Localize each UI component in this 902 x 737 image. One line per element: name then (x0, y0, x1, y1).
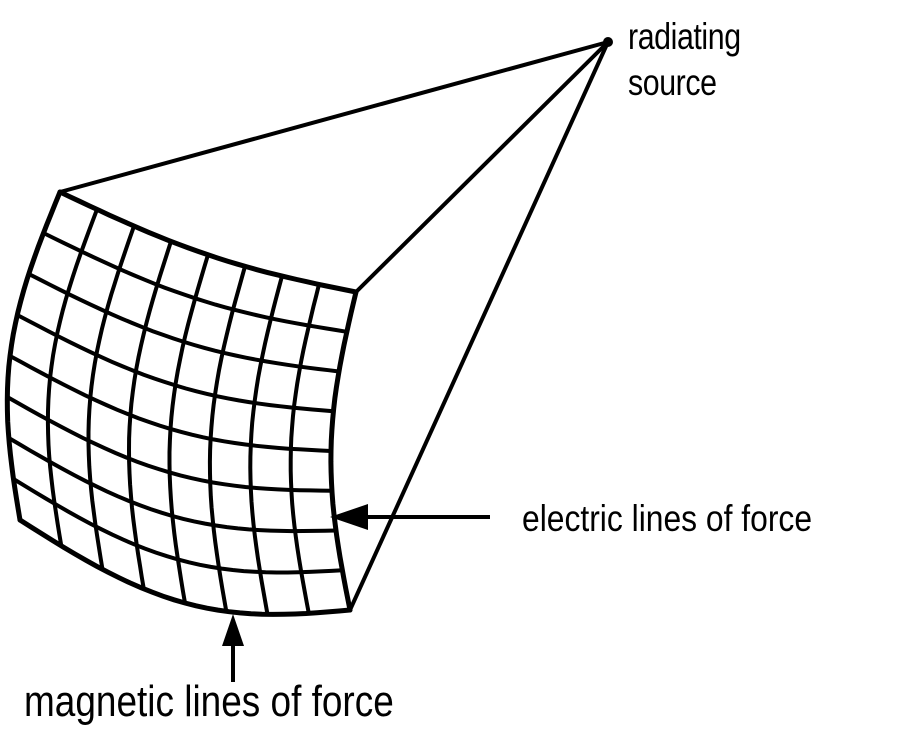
radiating-source-label-line1: radiating (628, 16, 741, 57)
cone-edge-top (59, 40, 609, 194)
cone-edge-middle (354, 40, 610, 294)
electric-arrow (330, 504, 490, 530)
magnetic-line (126, 239, 173, 591)
grid-edge-top (57, 189, 359, 295)
magnetic-line (45, 207, 99, 548)
magnetic-line (167, 252, 210, 605)
magnetic-line (86, 224, 136, 572)
magnetic-lines-label: magnetic lines of force (24, 677, 394, 726)
grid-edge-right (328, 289, 359, 613)
magnetic-line (248, 274, 284, 617)
magnetic-line (288, 282, 321, 616)
magnetic-line (207, 264, 247, 614)
wavefront-grid (4, 189, 359, 617)
electric-lines-label: electric lines of force (522, 498, 813, 539)
radiating-source-point (603, 37, 613, 47)
radiating-source-label: radiating source (628, 14, 741, 106)
grid-edge-left (4, 189, 63, 523)
magnetic-arrow (222, 614, 244, 682)
radiating-source-label-line2: source (628, 62, 717, 103)
